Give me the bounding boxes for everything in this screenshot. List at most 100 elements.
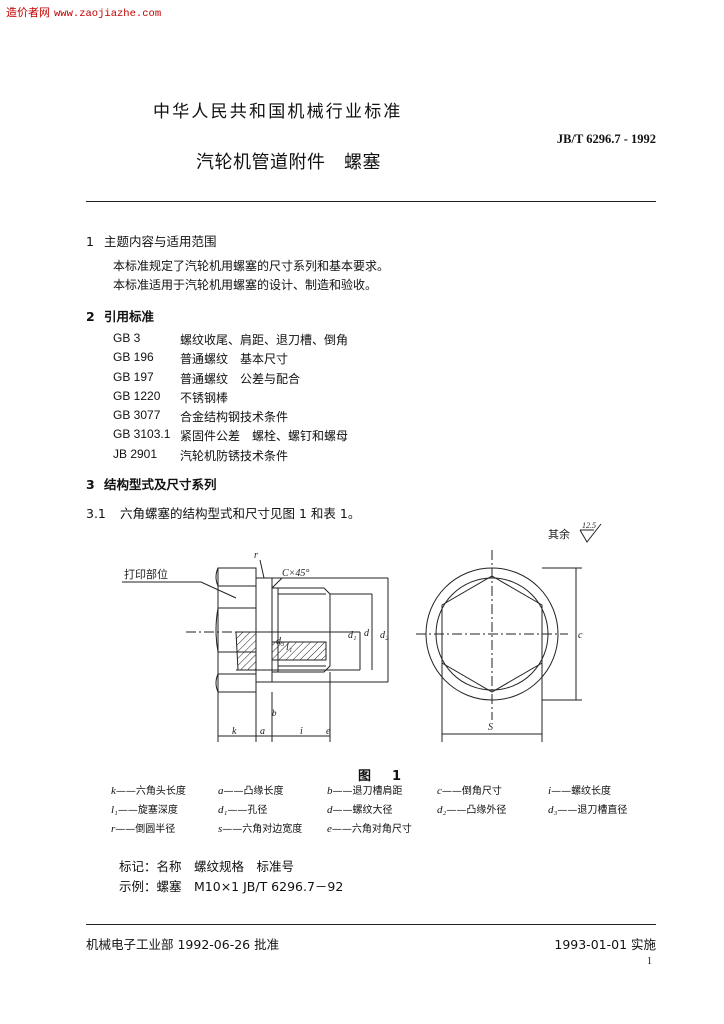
hex-head-arcs — [215, 567, 219, 693]
end-view-hexagon — [441, 575, 543, 693]
marking-format: 标记：名称 螺纹规格 标准号 — [119, 859, 295, 874]
legend-symbol: b — [327, 785, 333, 797]
legend-desc: ——螺纹大径 — [332, 805, 393, 816]
legend-symbol: d₁ — [218, 804, 228, 816]
legend-desc: ——六角对边宽度 — [222, 824, 303, 835]
page-number: 1 — [647, 956, 652, 967]
legend-desc: ——倒角尺寸 — [441, 786, 502, 797]
legend-symbol: c — [437, 785, 442, 797]
section-3-number: 3 — [86, 477, 95, 492]
legend-item: b——退刀槽肩距 — [327, 782, 403, 797]
roughness-symbol — [579, 523, 602, 543]
legend-item: k——六角头长度 — [111, 782, 186, 797]
i-label: i — [300, 726, 303, 737]
hex-head-edges — [218, 585, 256, 675]
legend-symbol: r — [111, 823, 116, 835]
watermark[interactable]: 造价者网 www.zaojiazhe.com — [6, 4, 161, 20]
d3-label: d₃ — [276, 636, 285, 647]
watermark-site: 造价者网 — [6, 6, 50, 19]
a-label: a — [260, 726, 265, 737]
section-1-title: 主题内容与适用范围 — [104, 234, 217, 249]
legend-desc: ——凸缘外径 — [446, 805, 507, 816]
d1-dimension — [332, 631, 361, 671]
legend-item: e——六角对角尺寸 — [327, 820, 412, 835]
legend-item: a——凸缘长度 — [218, 782, 284, 797]
legend-item: d₁——孔径 — [218, 801, 267, 816]
footer-rule — [86, 924, 656, 925]
section-2-heading: 2 引用标准 — [86, 306, 154, 325]
section-1-heading: 1 主题内容与适用范围 — [86, 231, 217, 250]
rest-label: 其余 — [548, 527, 570, 541]
d2-label: d₂ — [380, 630, 389, 641]
ref-code: GB 3 — [113, 331, 141, 345]
ref-code: JB 2901 — [113, 447, 158, 461]
figure-1-drawing: 其余 12.5 打印部位 C×45° r d₁ d d₂ — [122, 521, 602, 742]
legend-symbol: k — [111, 785, 116, 797]
section-3-title: 结构型式及尺寸系列 — [104, 477, 217, 492]
legend-desc: ——旋塞深度 — [117, 805, 178, 816]
legend-symbol: a — [218, 785, 224, 797]
section-2-number: 2 — [86, 309, 95, 324]
bore-hatch — [271, 641, 327, 661]
standard-category-title: 中华人民共和国机械行业标准 — [153, 102, 403, 122]
legend-desc: ——六角头长度 — [115, 786, 186, 797]
d1-label: d₁ — [348, 630, 356, 641]
legend-symbol: l₁ — [111, 804, 118, 816]
section-1-line-1: 本标准规定了汽轮机用螺塞的尺寸系列和基本要求。 — [113, 259, 390, 273]
l1-label: l₁ — [286, 642, 292, 653]
legend-item: s——六角对边宽度 — [218, 820, 302, 835]
ref-code: GB 3077 — [113, 408, 161, 422]
ref-name: 合金结构钢技术条件 — [180, 410, 289, 424]
b-label: b — [272, 708, 277, 718]
d-dimension — [330, 593, 373, 670]
section-hatch — [235, 631, 257, 671]
ref-name: 汽轮机防锈技术条件 — [180, 449, 289, 463]
chamfer-leader — [271, 577, 338, 589]
clause-3-1-text: 六角螺塞的结构型式和尺寸见图 1 和表 1。 — [120, 506, 361, 521]
legend-symbol: i — [548, 785, 552, 797]
c-label: c — [578, 630, 583, 641]
clause-3-1-number: 3.1 — [86, 506, 106, 521]
roughness-value: 12.5 — [582, 521, 596, 530]
issued-by: 机械电子工业部 1992-06-26 批准 — [86, 937, 280, 952]
legend-desc: ——六角对角尺寸 — [331, 824, 412, 835]
section-2-title: 引用标准 — [104, 309, 155, 324]
ref-code: GB 3103.1 — [113, 427, 171, 441]
legend-desc: ——退刀槽肩距 — [332, 786, 403, 797]
section-3-heading: 3 结构型式及尺寸系列 — [86, 474, 217, 493]
section-1-line-2: 本标准适用于汽轮机用螺塞的设计、制造和验收。 — [113, 278, 378, 292]
r-label: r — [254, 550, 258, 561]
extension-lines — [217, 672, 331, 742]
s-dimension — [441, 663, 543, 742]
section-1-number: 1 — [86, 234, 94, 249]
document-title: 汽轮机管道附件 螺塞 — [196, 152, 381, 173]
ref-code: GB 196 — [113, 350, 154, 364]
legend-item: d——螺纹大径 — [327, 801, 393, 816]
ref-name: 紧固件公差 螺栓、螺钉和螺母 — [180, 429, 349, 443]
legend-item: l₁——旋塞深度 — [111, 801, 178, 816]
legend-item: d₂——凸缘外径 — [437, 801, 506, 816]
thread-body-outline — [272, 587, 331, 673]
centre-lines-end — [416, 550, 568, 720]
legend-desc: ——倒圆半径 — [115, 824, 176, 835]
ref-name: 普通螺纹 公差与配合 — [180, 372, 301, 386]
ref-name: 普通螺纹 基本尺寸 — [180, 352, 289, 366]
header-rule — [86, 201, 656, 202]
flange-outline — [256, 577, 273, 683]
marking-leader — [122, 581, 237, 599]
clause-3-1: 3.1 六角螺塞的结构型式和尺寸见图 1 和表 1。 — [86, 503, 360, 522]
legend-symbol: s — [218, 823, 223, 835]
legend-item: d₃——退刀槽直径 — [548, 801, 627, 816]
legend-desc: ——孔径 — [227, 805, 268, 816]
r-leader — [259, 559, 265, 579]
e-label: e — [326, 726, 331, 737]
legend-desc: ——螺纹长度 — [551, 786, 612, 797]
k-label: k — [232, 726, 237, 737]
legend-desc: ——退刀槽直径 — [557, 805, 628, 816]
legend-symbol: e — [327, 823, 332, 835]
ref-name: 不锈钢棒 — [180, 391, 229, 405]
d-label: d — [364, 628, 370, 639]
watermark-url[interactable]: www.zaojiazhe.com — [54, 8, 162, 20]
legend-symbol: d₃ — [548, 804, 558, 816]
marking-example: 示例：螺塞 M10×1 JB/T 6296.7－92 — [119, 879, 344, 894]
